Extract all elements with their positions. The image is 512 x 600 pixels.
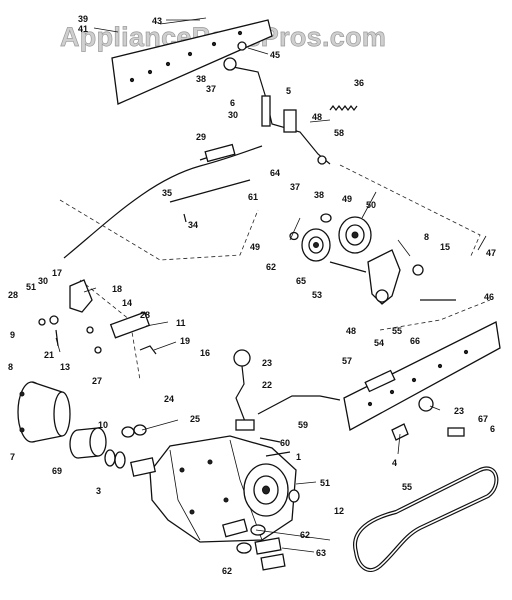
drive-belt [353,466,499,572]
idler-pulley-upper [320,213,372,254]
callout-label: 59 [298,420,308,430]
callout-label: 5 [286,86,291,96]
transmission-pulley [243,451,300,517]
callout-label: 10 [98,420,108,430]
callout-label: 30 [228,110,238,120]
callout-label: 69 [52,466,62,476]
callout-label: 9 [10,330,15,340]
callout-label: 8 [8,362,13,372]
callout-label: 30 [38,276,48,286]
callout-label: 63 [316,548,326,558]
callout-label: 29 [196,132,206,142]
callout-label: 24 [164,394,174,404]
callout-label: 47 [486,248,496,258]
spring [329,105,358,111]
callout-label: 55 [402,482,412,492]
top-frame-rail [111,17,273,105]
axle-hub [17,381,71,443]
callout-label: 39 [78,14,88,24]
dash-line [59,199,259,261]
callout-label: 27 [92,376,102,386]
callout-label: 51 [320,478,330,488]
dash-line [339,164,481,259]
callout-label: 48 [346,326,356,336]
callout-label: 38 [314,190,324,200]
callout-label: 48 [312,112,322,122]
callout-label: 61 [248,192,258,202]
lift-rod [169,179,251,223]
callout-label: 13 [60,362,70,372]
callout-label: 49 [342,194,352,204]
callout-label: 34 [188,220,198,230]
callout-label: 57 [342,356,352,366]
callout-label: 58 [334,128,344,138]
callout-label: 23 [454,406,464,416]
callout-label: 16 [200,348,210,358]
callout-label: 22 [262,380,272,390]
shift-lever [233,349,255,431]
callout-label: 6 [490,424,495,434]
callout-label: 37 [206,84,216,94]
control-cable [63,143,263,259]
callout-label: 11 [176,318,186,328]
callout-label: 62 [266,262,276,272]
leader-lines [55,19,487,553]
callout-label: 65 [296,276,306,286]
callout-label: 14 [122,298,132,308]
axle-spacer [69,427,107,459]
callout-label: 46 [484,292,494,302]
callout-label: 64 [270,168,280,178]
callout-label: 53 [312,290,322,300]
callout-label: 25 [190,414,200,424]
callout-label: 49 [250,242,260,252]
callout-label: 55 [392,326,402,336]
callout-label: 8 [424,232,429,242]
callout-label: 19 [180,336,190,346]
callout-label: 23 [262,358,272,368]
idler-pulley-lower [289,228,331,262]
callout-label: 1 [296,452,301,462]
upper-linkage-rod [223,41,331,165]
callout-label: 41 [78,24,88,34]
left-lever-assembly [38,279,157,355]
callout-label: 3 [96,486,101,496]
callout-label: 4 [392,458,397,468]
callout-label: 38 [196,74,206,84]
callout-label: 66 [410,336,420,346]
callout-label: 67 [478,414,488,424]
callout-label: 28 [8,290,18,300]
callout-label: 37 [290,182,300,192]
washers [104,424,147,469]
callout-label: 21 [44,350,54,360]
callout-label: 60 [280,438,290,448]
callout-labels: 43 39 41 38 37 45 6 30 5 48 58 36 29 64 … [8,14,496,576]
callout-label: 18 [112,284,122,294]
callout-label: 54 [374,338,384,348]
callout-label: 6 [230,98,235,108]
idler-bracket [329,249,456,305]
callout-label: 12 [334,506,344,516]
callout-label: 43 [152,16,162,26]
callout-label: 62 [300,530,310,540]
callout-label: 50 [366,200,376,210]
callout-label: 62 [222,566,232,576]
callout-label: 15 [440,242,450,252]
callout-label: 35 [162,188,172,198]
callout-label: 17 [52,268,62,278]
callout-label: 45 [270,50,280,60]
brake-rod [257,395,341,443]
callout-label: 51 [26,282,36,292]
callout-label: 7 [10,452,15,462]
callout-label: 36 [354,78,364,88]
right-frame-rail [343,321,501,441]
callout-label: 28 [140,310,150,320]
